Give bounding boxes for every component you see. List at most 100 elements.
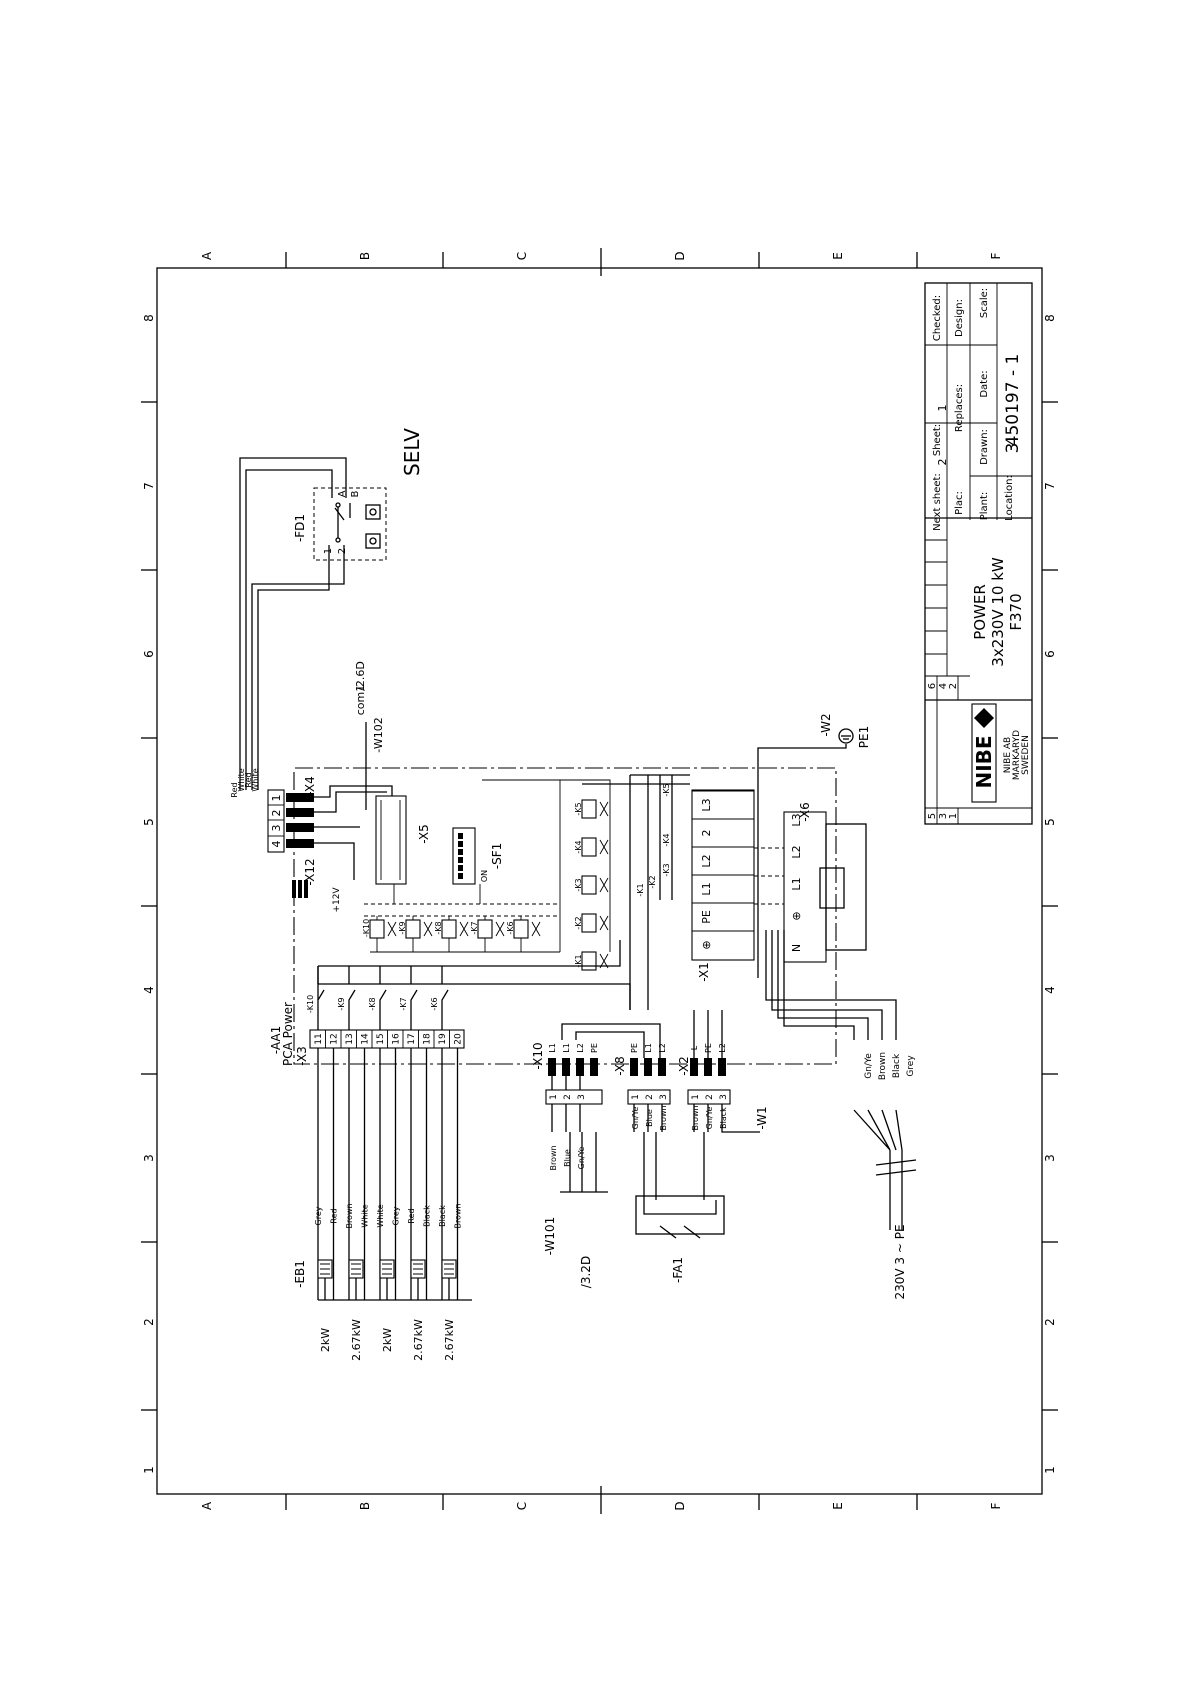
selv-wiring [239, 457, 347, 790]
x4-pin-2: 2 [270, 810, 283, 817]
checked-label: Checked: [932, 295, 943, 341]
relay-label: -K3 [574, 878, 583, 891]
connector-wire-color: Brown [659, 1105, 668, 1130]
connector-pin: L1 [644, 1043, 653, 1053]
supply-cable [765, 930, 917, 1230]
x12-label: -X12 [303, 858, 317, 885]
zone-number-left-4: 4 [142, 986, 156, 994]
x3-pin: 13 [345, 1033, 355, 1044]
x1-terminal: ⊕ [700, 940, 713, 949]
zone-number-right-4: 4 [1043, 986, 1057, 994]
zone-letter-bottom-B: B [358, 1502, 372, 1510]
x4-connector [267, 789, 314, 853]
x1-terminal: L2 [700, 854, 713, 867]
relay-label: -K5 [574, 802, 583, 815]
rev-2: 2 [948, 683, 959, 689]
heater-relay-switches: -K10-K9-K8-K7-K6 [306, 940, 621, 1030]
relay-contact-label: -K1 [636, 883, 645, 896]
x6-terminal: ⊕ [790, 911, 803, 920]
connector-pin: L2 [658, 1043, 667, 1053]
sheet-value: 1 [936, 405, 949, 412]
x5-label: -X5 [417, 824, 431, 844]
connector-wire-color: Brown [549, 1145, 558, 1170]
connector-pin-number: 2 [705, 1094, 715, 1100]
relay-contact-label: -K4 [662, 833, 671, 846]
zone-number-right-2: 2 [1043, 1318, 1057, 1326]
relay-coil [581, 799, 597, 819]
x6-terminal: L1 [790, 877, 803, 890]
heater-wire-color: Brown [454, 1203, 463, 1228]
relay-contacts: -K5-K4-K3-K2-K1 [636, 783, 671, 896]
x3-pin: 20 [454, 1033, 464, 1045]
zone-number-left-1: 1 [142, 1466, 156, 1474]
x2-label: -X2 [677, 1056, 691, 1076]
relay-label: -K10 [362, 919, 371, 937]
heater-relay-bus [317, 966, 631, 1010]
x4-to-x5-wiring [314, 785, 393, 880]
connector-wire-color: Black [719, 1107, 728, 1129]
x6-label: -X6 [798, 802, 812, 822]
zone-number-right-7: 7 [1043, 482, 1057, 490]
zone-number-right-6: 6 [1043, 650, 1057, 658]
supply-wire-brown: Brown [878, 1052, 888, 1080]
heater-wire-color: Grey [392, 1206, 401, 1225]
x3-pin: 16 [392, 1033, 402, 1045]
zone-letter-bottom-A: A [200, 1501, 214, 1510]
heater-wire-color: Grey [314, 1206, 323, 1225]
relay-coil [581, 951, 597, 971]
zone-number-left-7: 7 [142, 482, 156, 490]
connector-pin-number: 3 [577, 1094, 587, 1100]
drawn-label: Drawn: [979, 429, 990, 465]
selv-label: SELV [400, 428, 424, 476]
location-label: Location: [1004, 475, 1015, 521]
zone-letter-top-B: B [358, 252, 372, 260]
revision-number: 3 [1003, 443, 1023, 454]
relay-contact-label: -K5 [662, 783, 671, 796]
zone-number-left-6: 6 [142, 650, 156, 658]
x4-pin-4: 4 [270, 841, 283, 848]
relay-coil [441, 919, 457, 939]
zone-ticks [141, 248, 1058, 1514]
rev-6: 6 [927, 683, 938, 689]
relay-contact-label: -K2 [648, 875, 657, 888]
relay-coil [405, 919, 421, 939]
connector-pin-number: 2 [645, 1094, 655, 1100]
supply-label: 230V 3 ~ PE [893, 1224, 907, 1299]
connector-pin: L1 [562, 1043, 571, 1053]
v12-label: +12V [332, 887, 342, 913]
x4-wire-red-1: Red [230, 782, 239, 797]
connector-pin-number: 1 [631, 1094, 641, 1100]
heater-wire-color: Red [330, 1208, 339, 1223]
connector-pin-number: 1 [691, 1094, 701, 1100]
title-line-1: POWER [971, 584, 989, 640]
zone-letter-top-F: F [989, 252, 1003, 259]
w101-label: -W101 [543, 1217, 557, 1256]
heater-switch-label: -K10 [306, 995, 315, 1013]
connector-pin-number: 3 [659, 1094, 669, 1100]
connector-pin: L1 [548, 1043, 557, 1053]
nibe-logo: NIBE [971, 703, 997, 803]
company-line-3: SWEDEN [1021, 735, 1031, 775]
sf1-label: -SF1 [490, 843, 504, 869]
x10-label: -X10 [531, 1042, 545, 1069]
x3-pin: 11 [314, 1033, 324, 1044]
relay-coil [477, 919, 493, 939]
x1-terminal: L3 [700, 798, 713, 811]
x3-pin: 17 [407, 1033, 417, 1044]
connector-pin: L2 [576, 1043, 585, 1053]
heater-wire-color: Black [423, 1205, 432, 1227]
connector-pin: PE [590, 1043, 599, 1053]
zone-number-left-8: 8 [142, 314, 156, 322]
x1-terminal: L1 [700, 882, 713, 895]
supply-wire-black: Black [892, 1053, 902, 1078]
sf1-on-label: ON [480, 870, 489, 882]
pe1-label: PE1 [857, 726, 871, 748]
x6-terminal: L3 [790, 813, 803, 826]
zone-letter-top-E: E [831, 252, 845, 260]
zone-letter-top-D: D [673, 251, 687, 260]
relay-coils-right: -K5-K4-K3-K2-K1 [482, 779, 611, 971]
heater-switch-label: -K8 [368, 997, 377, 1010]
